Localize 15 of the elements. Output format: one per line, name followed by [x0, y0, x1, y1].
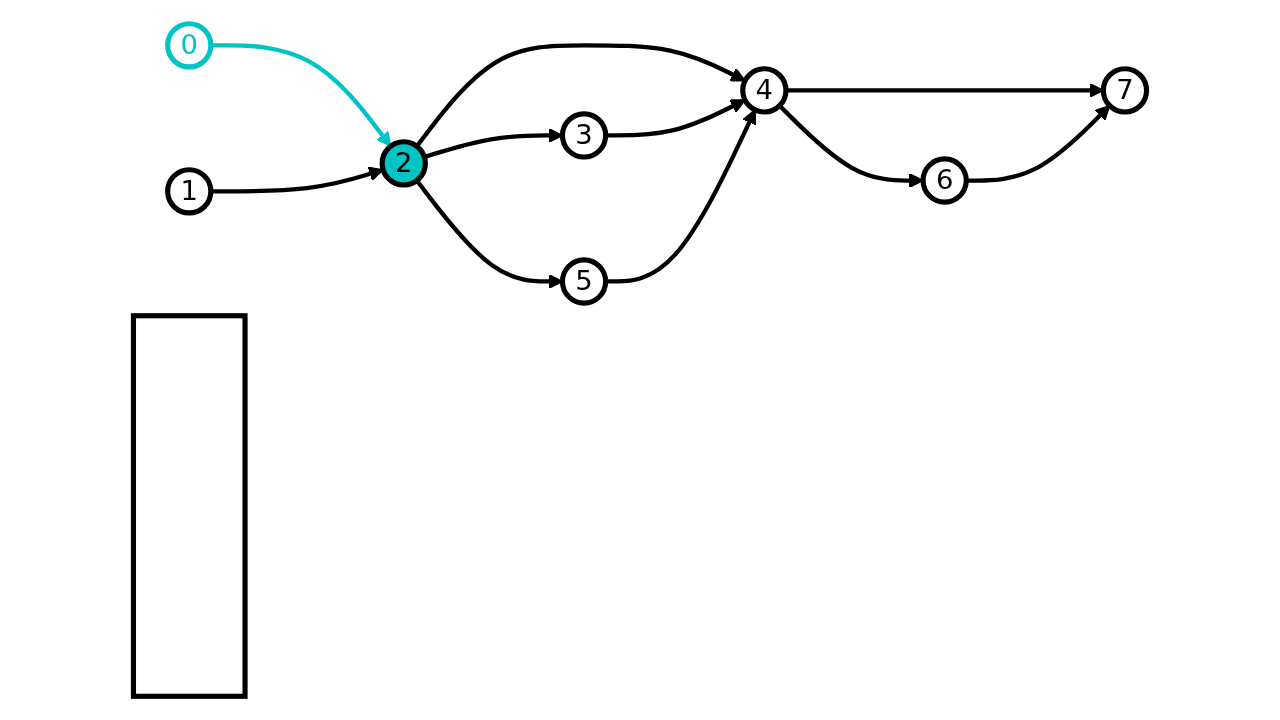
node-circle: 5 [559, 257, 609, 306]
node-circle: 0 [165, 21, 214, 70]
node-circle: 2 [379, 139, 428, 188]
arrow [966, 104, 1111, 183]
arrow [210, 166, 384, 194]
arrow [415, 43, 746, 148]
arrow [605, 109, 757, 284]
node-circle: 4 [740, 66, 789, 115]
node-circle: 1 [165, 167, 214, 216]
node-circle: 3 [559, 111, 609, 160]
node-box [130, 313, 248, 699]
node-circle: 6 [920, 156, 969, 205]
arrow [605, 99, 746, 138]
node-circle: 7 [1100, 66, 1150, 115]
arrow [210, 43, 392, 147]
